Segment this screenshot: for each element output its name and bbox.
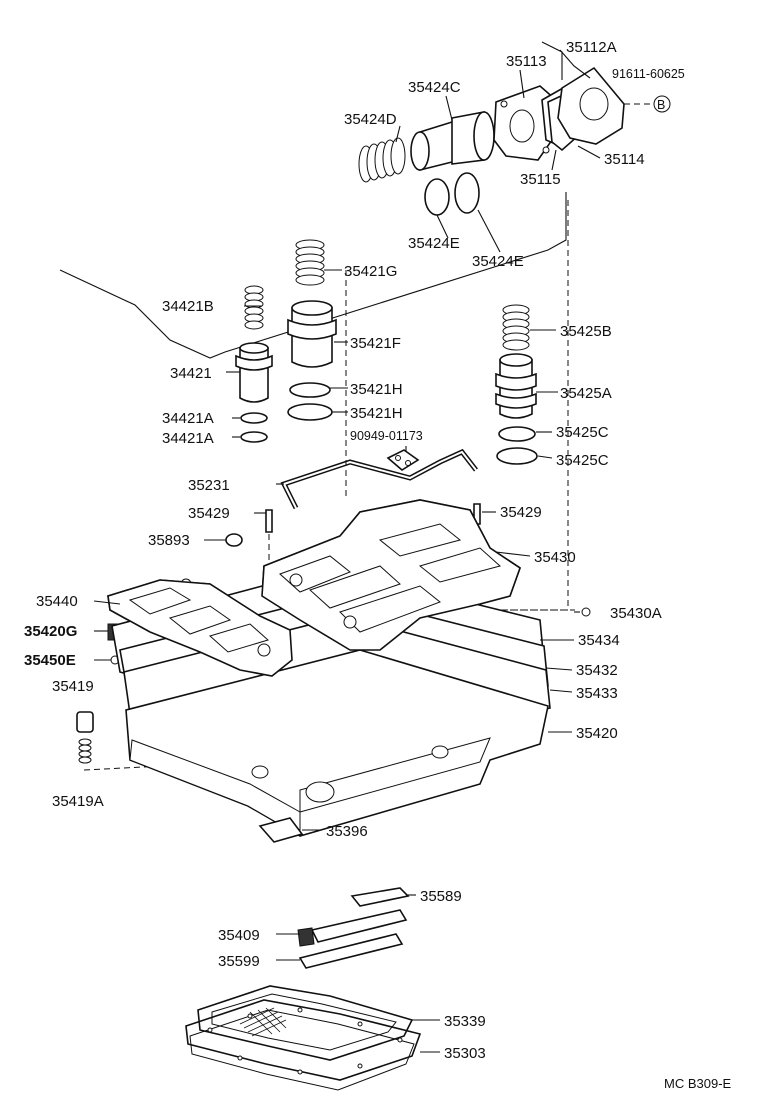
spring-35424D (358, 137, 406, 183)
oil-pan-35303 (185, 999, 422, 1091)
label-35430A: 35430A (610, 605, 662, 622)
label-35599: 35599 (218, 953, 260, 970)
label-35450E: 35450E (24, 652, 76, 669)
oring-34421A-a (240, 412, 268, 424)
oring-35421H-a (289, 382, 331, 398)
washer-35893 (225, 533, 243, 547)
label-35589: 35589 (420, 888, 462, 905)
label-35303: 35303 (444, 1045, 486, 1062)
label-35396: 35396 (326, 823, 368, 840)
leader-35115 (59, 192, 567, 359)
label-35420G: 35420G (24, 623, 77, 640)
label-35409: 35409 (218, 927, 260, 944)
spring-35425B (502, 304, 530, 351)
label-35424C: 35424C (408, 79, 461, 96)
gasket-35396 (258, 817, 304, 843)
label-35339: 35339 (444, 1013, 486, 1030)
upper-valve-body-overlay (261, 499, 521, 651)
oring-35424E-a (424, 178, 450, 216)
cover-35113 (493, 85, 557, 161)
part-35419 (76, 711, 94, 733)
marker-35430A (581, 607, 591, 617)
pin-35429-left (265, 509, 273, 533)
label-34421A-1: 34421A (162, 410, 214, 427)
label-35421H-1: 35421H (350, 381, 403, 398)
label-35421H-2: 35421H (350, 405, 403, 422)
label-35432: 35432 (576, 662, 618, 679)
label-35424E-1: 35424E (408, 235, 460, 252)
plate-35599 (298, 933, 404, 969)
label-35425C-1: 35425C (556, 424, 609, 441)
label-91611-60625: 91611-60625 (612, 67, 685, 81)
label-B: B (657, 98, 665, 112)
oring-34421A-b (240, 431, 268, 443)
piston-35424C (410, 111, 495, 172)
oring-35425C-a (498, 426, 536, 442)
spring-35421G (295, 239, 325, 286)
label-34421B: 34421B (162, 298, 214, 315)
oring-35421H-b (287, 403, 333, 421)
label-35893: 35893 (148, 532, 190, 549)
lower-valve-body-overlay (107, 579, 293, 677)
spring-35419A (78, 738, 92, 764)
label-35419A: 35419A (52, 793, 104, 810)
label-35424D: 35424D (344, 111, 397, 128)
label-35424E-2: 35424E (472, 253, 524, 270)
leader-lines (93, 49, 601, 1053)
marker-B (653, 95, 671, 113)
label-35440: 35440 (36, 593, 78, 610)
diagram-code: MC B309-E (664, 1076, 732, 1091)
bracket-35409 (297, 909, 408, 947)
label-35231: 35231 (188, 477, 230, 494)
label-35113: 35113 (506, 53, 547, 70)
label-35112A: 35112A (566, 39, 617, 56)
spring-34421B (244, 285, 264, 330)
label-35114: 35114 (604, 151, 645, 168)
oring-35425C-b (496, 447, 538, 465)
clamp-90949 (386, 449, 420, 471)
label-35419: 35419 (52, 678, 94, 695)
plate-35589 (350, 887, 410, 907)
label-35425B: 35425B (560, 323, 612, 340)
label-35434: 35434 (578, 632, 620, 649)
label-35421G: 35421G (344, 263, 397, 280)
strainer-mesh (239, 1007, 287, 1037)
label-35421F: 35421F (350, 335, 401, 352)
label-35429-1: 35429 (188, 505, 230, 522)
cover-35112A (557, 66, 625, 145)
piston-35425A (495, 353, 537, 419)
label-35420: 35420 (576, 725, 618, 742)
label-90949-01173: 90949-01173 (350, 429, 423, 443)
label-35430: 35430 (534, 549, 576, 566)
label-35115: 35115 (520, 171, 561, 188)
tube-35231 (280, 448, 478, 510)
oring-35424E-b (454, 172, 480, 214)
piston-34421 (235, 342, 273, 403)
label-34421A-2: 34421A (162, 430, 214, 447)
label-35425C-2: 35425C (556, 452, 609, 469)
label-35429-2: 35429 (500, 504, 542, 521)
label-35425A: 35425A (560, 385, 612, 402)
label-34421: 34421 (170, 365, 212, 382)
piston-35421F (287, 300, 337, 368)
label-35433: 35433 (576, 685, 618, 702)
main-valve-body-35420 (125, 649, 549, 837)
